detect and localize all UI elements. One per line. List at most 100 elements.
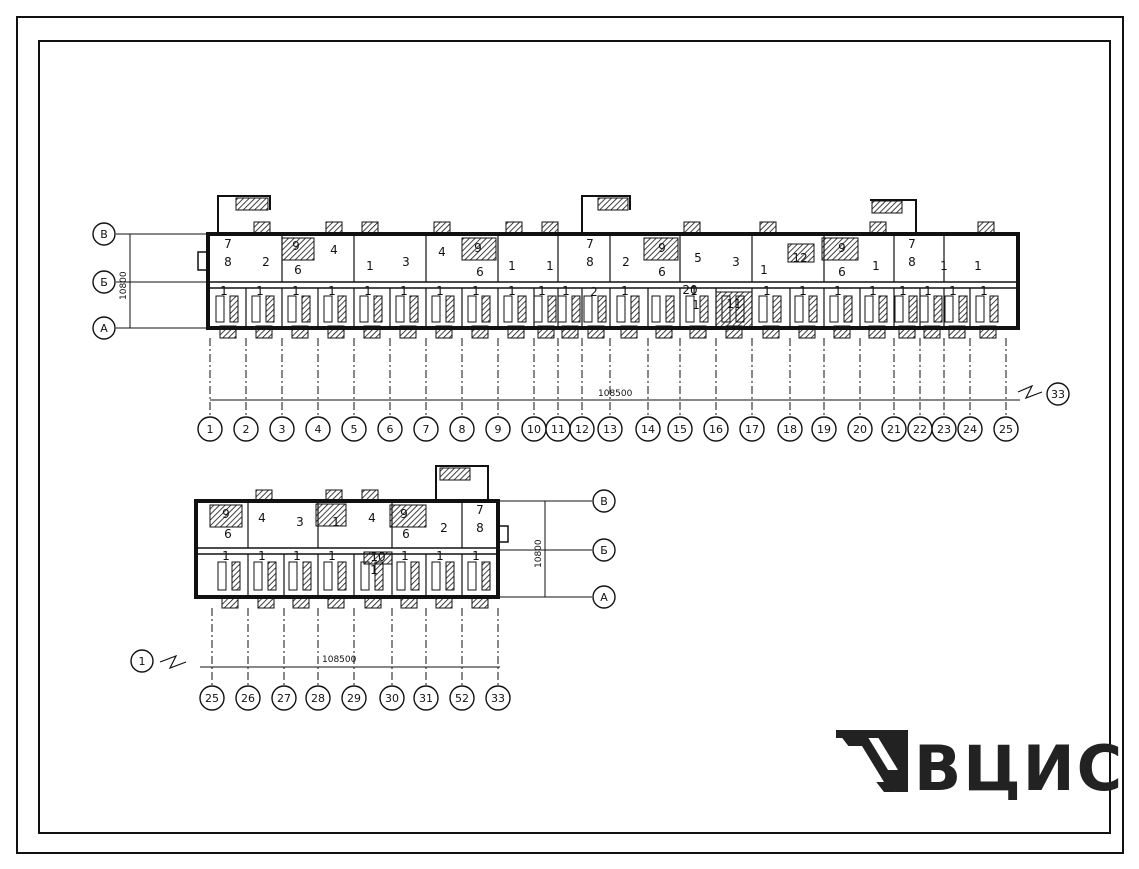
axis-bubble [931, 416, 957, 442]
axis-number: 33 [491, 692, 505, 705]
axis-bubble [199, 685, 225, 711]
axis-bubble [597, 416, 623, 442]
axis-bubble [667, 416, 693, 442]
axis-bubble-start [130, 649, 154, 673]
axis-bubble [569, 416, 595, 442]
axis-number: 24 [963, 423, 977, 436]
axis-bubble [703, 416, 729, 442]
axis-bubble [92, 270, 116, 294]
room-label: 1 [292, 284, 300, 298]
axis-bubble [847, 416, 873, 442]
axis-letter: Б [100, 276, 108, 289]
axis-number: 30 [385, 692, 399, 705]
room-label: 1 [370, 563, 378, 577]
axis-bubble [269, 416, 295, 442]
room-label: 1 [562, 284, 570, 298]
room-label: 8 [586, 255, 594, 269]
room-label: 4 [258, 511, 266, 525]
axis-bubble [305, 416, 331, 442]
axis-number: 25 [205, 692, 219, 705]
room-label: 1 [692, 298, 700, 312]
axis-bubble [592, 585, 616, 609]
axis-bubble [92, 222, 116, 246]
room-label: 7 [476, 503, 484, 517]
plan-1-depth-dimension: 10800 [119, 271, 129, 300]
room-label: 1 [293, 549, 301, 563]
room-label: 10 [370, 550, 385, 564]
axis-number: 21 [887, 423, 901, 436]
room-label: 4 [438, 245, 446, 259]
room-label: 6 [294, 263, 302, 277]
axis-number: 3 [279, 423, 286, 436]
room-label: 1 [760, 263, 768, 277]
axis-letter: В [600, 495, 608, 508]
axis-number: 12 [575, 423, 589, 436]
room-label: 1 [508, 284, 516, 298]
room-label: 9 [474, 241, 482, 255]
axis-number: 52 [455, 692, 469, 705]
axis-number: 23 [937, 423, 951, 436]
room-label: 8 [908, 255, 916, 269]
outer-frame [16, 16, 1124, 854]
room-label: 1 [472, 284, 480, 298]
room-label: 1 [690, 284, 698, 298]
room-label: 7 [224, 237, 232, 251]
axis-number: 18 [783, 423, 797, 436]
room-label: 2 [590, 285, 598, 299]
axis-bubble [635, 416, 661, 442]
room-label: 1 [220, 284, 228, 298]
room-label: 6 [224, 527, 232, 541]
room-label: 5 [694, 251, 702, 265]
room-label: 1 [400, 284, 408, 298]
room-label: 4 [330, 243, 338, 257]
axis-number: 26 [241, 692, 255, 705]
room-label: 1 [621, 284, 629, 298]
room-label: 1 [401, 549, 409, 563]
room-label: 4 [368, 511, 376, 525]
room-label: 9 [292, 239, 300, 253]
room-label: 20 [682, 283, 697, 297]
room-label: 7 [586, 237, 594, 251]
axis-bubble [377, 416, 403, 442]
room-label: 1 [256, 284, 264, 298]
axis-number: 4 [315, 423, 322, 436]
plan-1-overall-dimension: 108500 [598, 389, 633, 399]
axis-number: 15 [673, 423, 687, 436]
stair-tower-3 [870, 199, 917, 234]
room-label: 8 [224, 255, 232, 269]
axis-bubble [485, 685, 511, 711]
axis-bubble [485, 416, 511, 442]
plan-1-end-axis: 33 [1051, 388, 1065, 401]
room-label: 6 [838, 265, 846, 279]
axis-number: 10 [527, 423, 541, 436]
room-label: 9 [838, 241, 846, 255]
vtsis-logo: ВЦИС [836, 730, 1122, 805]
axis-bubble [341, 685, 367, 711]
axis-number: 13 [603, 423, 617, 436]
room-label: 3 [732, 255, 740, 269]
room-label: 2 [622, 255, 630, 269]
axis-letter: А [100, 322, 108, 335]
axis-bubble [413, 416, 439, 442]
axis-number: 14 [641, 423, 655, 436]
plan-2-overall-dimension: 108500 [322, 655, 357, 665]
axis-bubble [271, 685, 297, 711]
room-label: 9 [658, 241, 666, 255]
plan-2-outline [194, 499, 500, 599]
room-label: 11 [726, 297, 741, 311]
axis-number: 22 [913, 423, 927, 436]
room-label: 1 [436, 284, 444, 298]
room-label: 1 [538, 284, 546, 298]
room-label: 1 [508, 259, 516, 273]
stair-tower-4 [435, 465, 489, 501]
stair-tower-1 [217, 195, 271, 234]
axis-bubble [592, 489, 616, 513]
room-label: 8 [476, 521, 484, 535]
room-label: 1 [366, 259, 374, 273]
room-label: 3 [296, 515, 304, 529]
room-label: 12 [792, 251, 807, 265]
axis-number: 2 [243, 423, 250, 436]
axis-bubble [957, 416, 983, 442]
axis-bubble [881, 416, 907, 442]
